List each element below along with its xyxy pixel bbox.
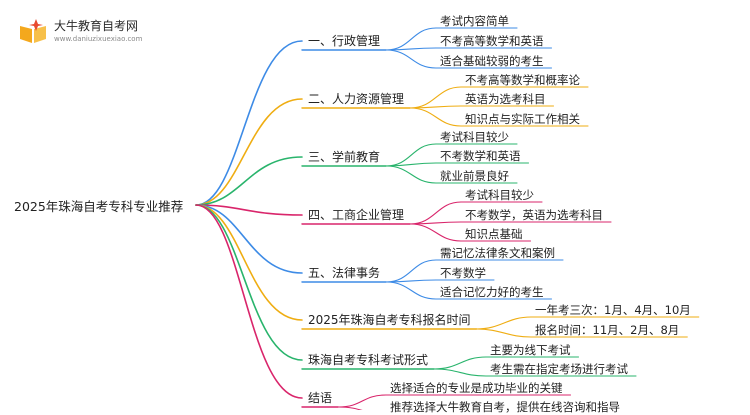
leaf-label: 选择适合的专业是成功毕业的关键 — [390, 381, 563, 395]
leaf-label: 知识点与实际工作相关 — [465, 112, 580, 126]
leaf-connector — [337, 394, 387, 408]
leaf-connector — [385, 259, 437, 283]
branch-label: 一、行政管理 — [308, 34, 381, 48]
leaf-label: 英语为选考科目 — [465, 92, 546, 106]
leaf-label: 不考高等数学和概率论 — [465, 73, 580, 87]
root-connector — [195, 204, 303, 321]
leaf-connector — [409, 223, 462, 242]
branch-label: 珠海自考专科考试形式 — [308, 353, 429, 367]
leaf-label: 考试科目较少 — [465, 188, 534, 202]
leaf-connector — [409, 107, 462, 127]
leaf-label: 推荐选择大牛教育自考，提供在线咨询和指导 — [390, 400, 620, 414]
leaf-label: 不考数学，英语为选考科目 — [465, 208, 603, 222]
leaf-connector — [385, 165, 437, 184]
leaf-connector — [409, 201, 462, 225]
logo-url: www.daniuzixuexiao.com — [54, 35, 143, 43]
logo-book-right-page — [34, 26, 46, 43]
logo-title: 大牛教育自考网 — [54, 19, 139, 33]
leaf-connector — [475, 328, 532, 338]
leaf-label: 就业前景良好 — [440, 169, 509, 183]
root-topic: 2025年珠海自考专科专业推荐 — [14, 199, 184, 214]
leaf-label: 需记忆法律条文和案例 — [440, 246, 555, 260]
open-book-icon — [20, 19, 46, 43]
leaf-label: 一年考三次：1月、4月、10月 — [535, 303, 691, 317]
leaf-label: 知识点基础 — [465, 227, 523, 241]
branch-label: 五、法律事务 — [308, 266, 381, 280]
root-connector — [195, 204, 303, 274]
root-connector — [195, 98, 303, 206]
branch-label: 结语 — [308, 391, 333, 405]
leaf-connector — [409, 86, 462, 109]
leaf-label: 不考数学 — [440, 266, 486, 280]
branch-label: 四、工商企业管理 — [308, 208, 405, 222]
leaf-label: 考试科目较少 — [440, 130, 509, 144]
leaf-label: 不考数学和英语 — [440, 149, 521, 163]
leaf-label: 考试内容简单 — [440, 14, 509, 28]
root-connector — [195, 156, 303, 206]
leaf-connector — [385, 162, 437, 167]
leaf-connector — [337, 406, 363, 410]
root-connector — [195, 40, 303, 206]
leaf-connector — [385, 49, 437, 69]
logo-spark — [29, 19, 43, 31]
leaf-connector — [433, 368, 487, 377]
site-logo[interactable]: 大牛教育自考网 www.daniuzixuexiao.com — [18, 14, 168, 50]
branch-label: 二、人力资源管理 — [308, 92, 405, 106]
branch-label: 三、学前教育 — [308, 150, 381, 164]
root-connector — [195, 204, 303, 216]
leaf-label: 主要为线下考试 — [490, 343, 571, 357]
root-connector — [195, 204, 303, 361]
leaf-connector — [385, 27, 437, 51]
leaf-label: 考生需在指定考场进行考试 — [490, 362, 628, 376]
leaf-label: 不考高等数学和英语 — [440, 34, 544, 48]
branch-label: 2025年珠海自考专科报名时间 — [308, 313, 471, 327]
leaf-label: 适合基础较弱的考生 — [440, 54, 544, 68]
leaf-connector — [433, 356, 487, 370]
leaf-label: 报名时间：11月、2月、8月 — [535, 323, 680, 337]
leaf-label: 适合记忆力好的考生 — [440, 285, 544, 299]
leaf-connector — [475, 316, 532, 330]
root-connector — [195, 204, 303, 399]
logo-book-left-page — [20, 26, 32, 43]
leaf-connector — [385, 281, 437, 300]
